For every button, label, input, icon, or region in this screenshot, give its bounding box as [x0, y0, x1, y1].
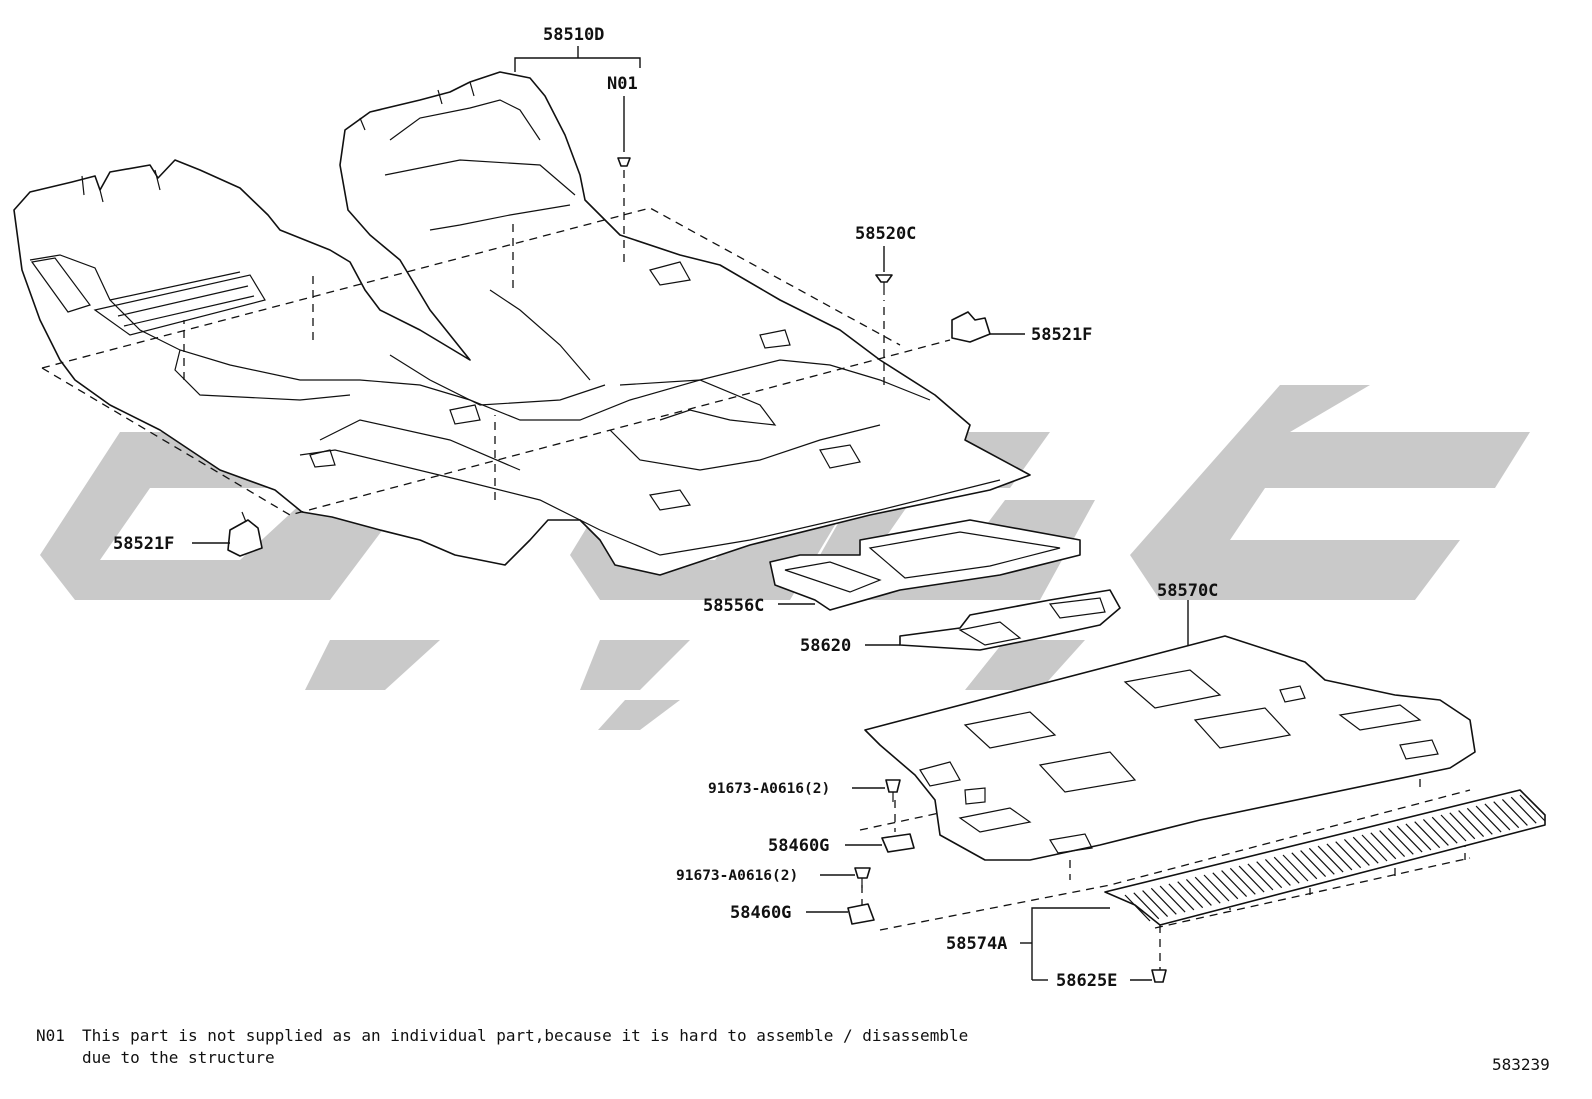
nut-58460G-top-icon	[881, 833, 915, 853]
bracket-58521F-left-icon	[227, 519, 263, 557]
label-58521F-left: 58521F	[113, 534, 174, 554]
label-58460G-bottom: 58460G	[730, 903, 791, 923]
clip-58625E-icon	[1151, 969, 1167, 983]
clip-58520C-icon	[875, 274, 893, 283]
label-91673-A0616-top: 91673-A0616(2)	[708, 781, 830, 797]
fasteners	[227, 157, 1167, 983]
label-58510D: 58510D	[543, 25, 604, 45]
part-58620	[899, 589, 1121, 651]
bracket-58521F-right-icon	[951, 311, 991, 343]
label-58625E: 58625E	[1056, 971, 1117, 991]
part-58574A	[1104, 789, 1546, 926]
label-58620: 58620	[800, 636, 851, 656]
diagram-id: 583239	[1492, 1055, 1550, 1074]
footnote-code: N01	[36, 1026, 65, 1045]
label-N01: N01	[607, 74, 638, 94]
label-58556C: 58556C	[703, 596, 764, 616]
floor-carpet-58510D	[13, 71, 1031, 576]
footnote: N01 This part is not supplied as an indi…	[36, 1026, 968, 1067]
label-91673-A0616-bottom: 91673-A0616(2)	[676, 868, 798, 884]
label-58460G-top: 58460G	[768, 836, 829, 856]
label-58521F-right: 58521F	[1031, 325, 1092, 345]
bolt-91673-top-icon	[885, 779, 901, 793]
part-58570C	[864, 635, 1476, 861]
bolt-91673-bottom-icon	[854, 867, 871, 879]
part-58556C	[769, 519, 1081, 611]
footnote-line-1: This part is not supplied as an individu…	[82, 1026, 968, 1045]
label-58574A: 58574A	[946, 934, 1007, 954]
label-58570C: 58570C	[1157, 581, 1218, 601]
nut-58460G-bottom-icon	[847, 903, 875, 925]
label-58520C: 58520C	[855, 224, 916, 244]
leader-lines	[192, 46, 1189, 981]
clip-N01-icon	[617, 157, 631, 167]
callout-labels: 58510D N01 58520C 58521F 58521F 58556C 5…	[113, 25, 1218, 991]
footnote-line-2: due to the structure	[82, 1048, 275, 1067]
